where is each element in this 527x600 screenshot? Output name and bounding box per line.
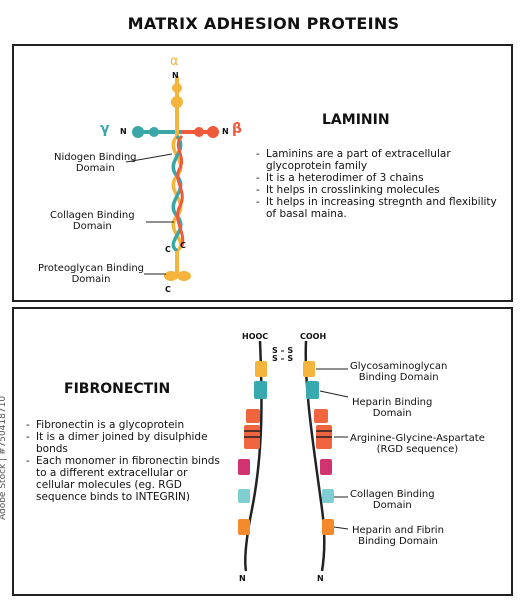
- fibronectin-chain-right: [304, 340, 326, 572]
- fibronectin-bullet: Fibronectin is a glycoprotein: [26, 419, 226, 431]
- fn-domain-left: [238, 459, 250, 475]
- laminin-c-terminal: C: [165, 245, 171, 254]
- laminin-bullets: Laminins are a part of extracellular gly…: [256, 148, 504, 220]
- fn-domain-collagen-left: [238, 489, 250, 503]
- laminin-lg-globule: [177, 271, 191, 281]
- laminin-alpha-globule: [171, 96, 183, 108]
- fn-n-terminal: N: [317, 574, 324, 583]
- fn-cooh-label: COOH: [300, 332, 327, 341]
- laminin-gamma-globule: [132, 126, 144, 138]
- laminin-bullet: Laminins are a part of extracellular gly…: [256, 148, 504, 172]
- fn-domain-heparin-left: [254, 381, 267, 399]
- stock-watermark: Adobe Stock | #750418710: [0, 395, 8, 520]
- fn-domain-fibrin-left: [238, 519, 250, 535]
- laminin-bullet: It helps in crosslinking molecules: [256, 184, 504, 196]
- fn-domain-gag-left: [255, 361, 267, 377]
- laminin-alpha-globule: [172, 83, 182, 93]
- label-gag-binding: Glycosaminoglycan Binding Domain: [350, 361, 448, 383]
- fn-domain-gag-right: [303, 361, 315, 377]
- fn-n-terminal: N: [239, 574, 246, 583]
- laminin-beta-globule: [207, 126, 219, 138]
- fn-domain-fibrin-right: [322, 519, 334, 535]
- label-nidogen-binding: Nidogen Binding Domain: [54, 152, 137, 174]
- label-collagen-binding-fn: Collagen Binding Domain: [350, 489, 435, 511]
- fn-disulphide-label: S – S: [272, 346, 294, 355]
- laminin-diagram: [125, 76, 219, 281]
- laminin-gamma-n: N: [120, 127, 127, 136]
- laminin-c-terminal: C: [180, 241, 186, 250]
- fn-domain-right: [314, 409, 328, 423]
- laminin-beta-globule: [194, 127, 204, 137]
- fibronectin-chain-left: [244, 340, 263, 572]
- pointer-line: [333, 526, 349, 530]
- fn-domain-heparin-right: [306, 381, 319, 399]
- laminin-lg-globule: [164, 271, 178, 281]
- fibronectin-diagram: [238, 340, 349, 572]
- fibronectin-heading: FIBRONECTIN: [64, 381, 171, 397]
- fibronectin-bullets: Fibronectin is a glycoprotein It is a di…: [26, 419, 226, 503]
- pointer-line: [125, 153, 173, 163]
- laminin-panel: α N γ N N β C C C Nidogen Binding Domain…: [12, 44, 513, 302]
- laminin-alpha-n: N: [172, 71, 179, 80]
- fibronectin-bullet: Each monomer in fibronectin binds to a d…: [26, 455, 226, 503]
- laminin-heading: LAMININ: [322, 112, 390, 128]
- page-title: MATRIX ADHESION PROTEINS: [127, 14, 400, 33]
- laminin-bullet: It helps in increasing stregnth and flex…: [256, 196, 504, 220]
- fibronectin-bullet: It is a dimer joined by disulphide bonds: [26, 431, 226, 455]
- label-heparin-binding: Heparin Binding Domain: [352, 397, 433, 419]
- label-proteoglycan-binding: Proteoglycan Binding Domain: [38, 263, 145, 285]
- label-rgd-sequence: Arginine-Glycine-Aspartate (RGD sequence…: [350, 433, 485, 455]
- fn-domain-left: [246, 409, 260, 423]
- fn-hooc-label: HOOC: [242, 332, 269, 341]
- pointer-line: [319, 390, 349, 398]
- laminin-beta-n: N: [222, 127, 229, 136]
- laminin-beta-coil: [176, 134, 185, 247]
- laminin-bullet: It is a heterodimer of 3 chains: [256, 172, 504, 184]
- fn-domain-right: [320, 459, 332, 475]
- label-collagen-binding: Collagen Binding Domain: [50, 210, 135, 232]
- laminin-gamma-label: γ: [100, 121, 110, 137]
- laminin-gamma-coil: [171, 134, 183, 253]
- laminin-alpha-label: α: [170, 54, 179, 69]
- label-heparin-fibrin-binding: Heparin and Fibrin Binding Domain: [352, 525, 444, 547]
- laminin-c-terminal: C: [165, 285, 171, 294]
- fn-domain-collagen-right: [322, 489, 334, 503]
- fn-disulphide-label: S – S: [272, 354, 294, 363]
- laminin-beta-label: β: [232, 121, 243, 137]
- fibronectin-panel: HOOC COOH S – S S – S N N Glycosaminogly…: [12, 307, 513, 596]
- laminin-gamma-globule: [149, 127, 159, 137]
